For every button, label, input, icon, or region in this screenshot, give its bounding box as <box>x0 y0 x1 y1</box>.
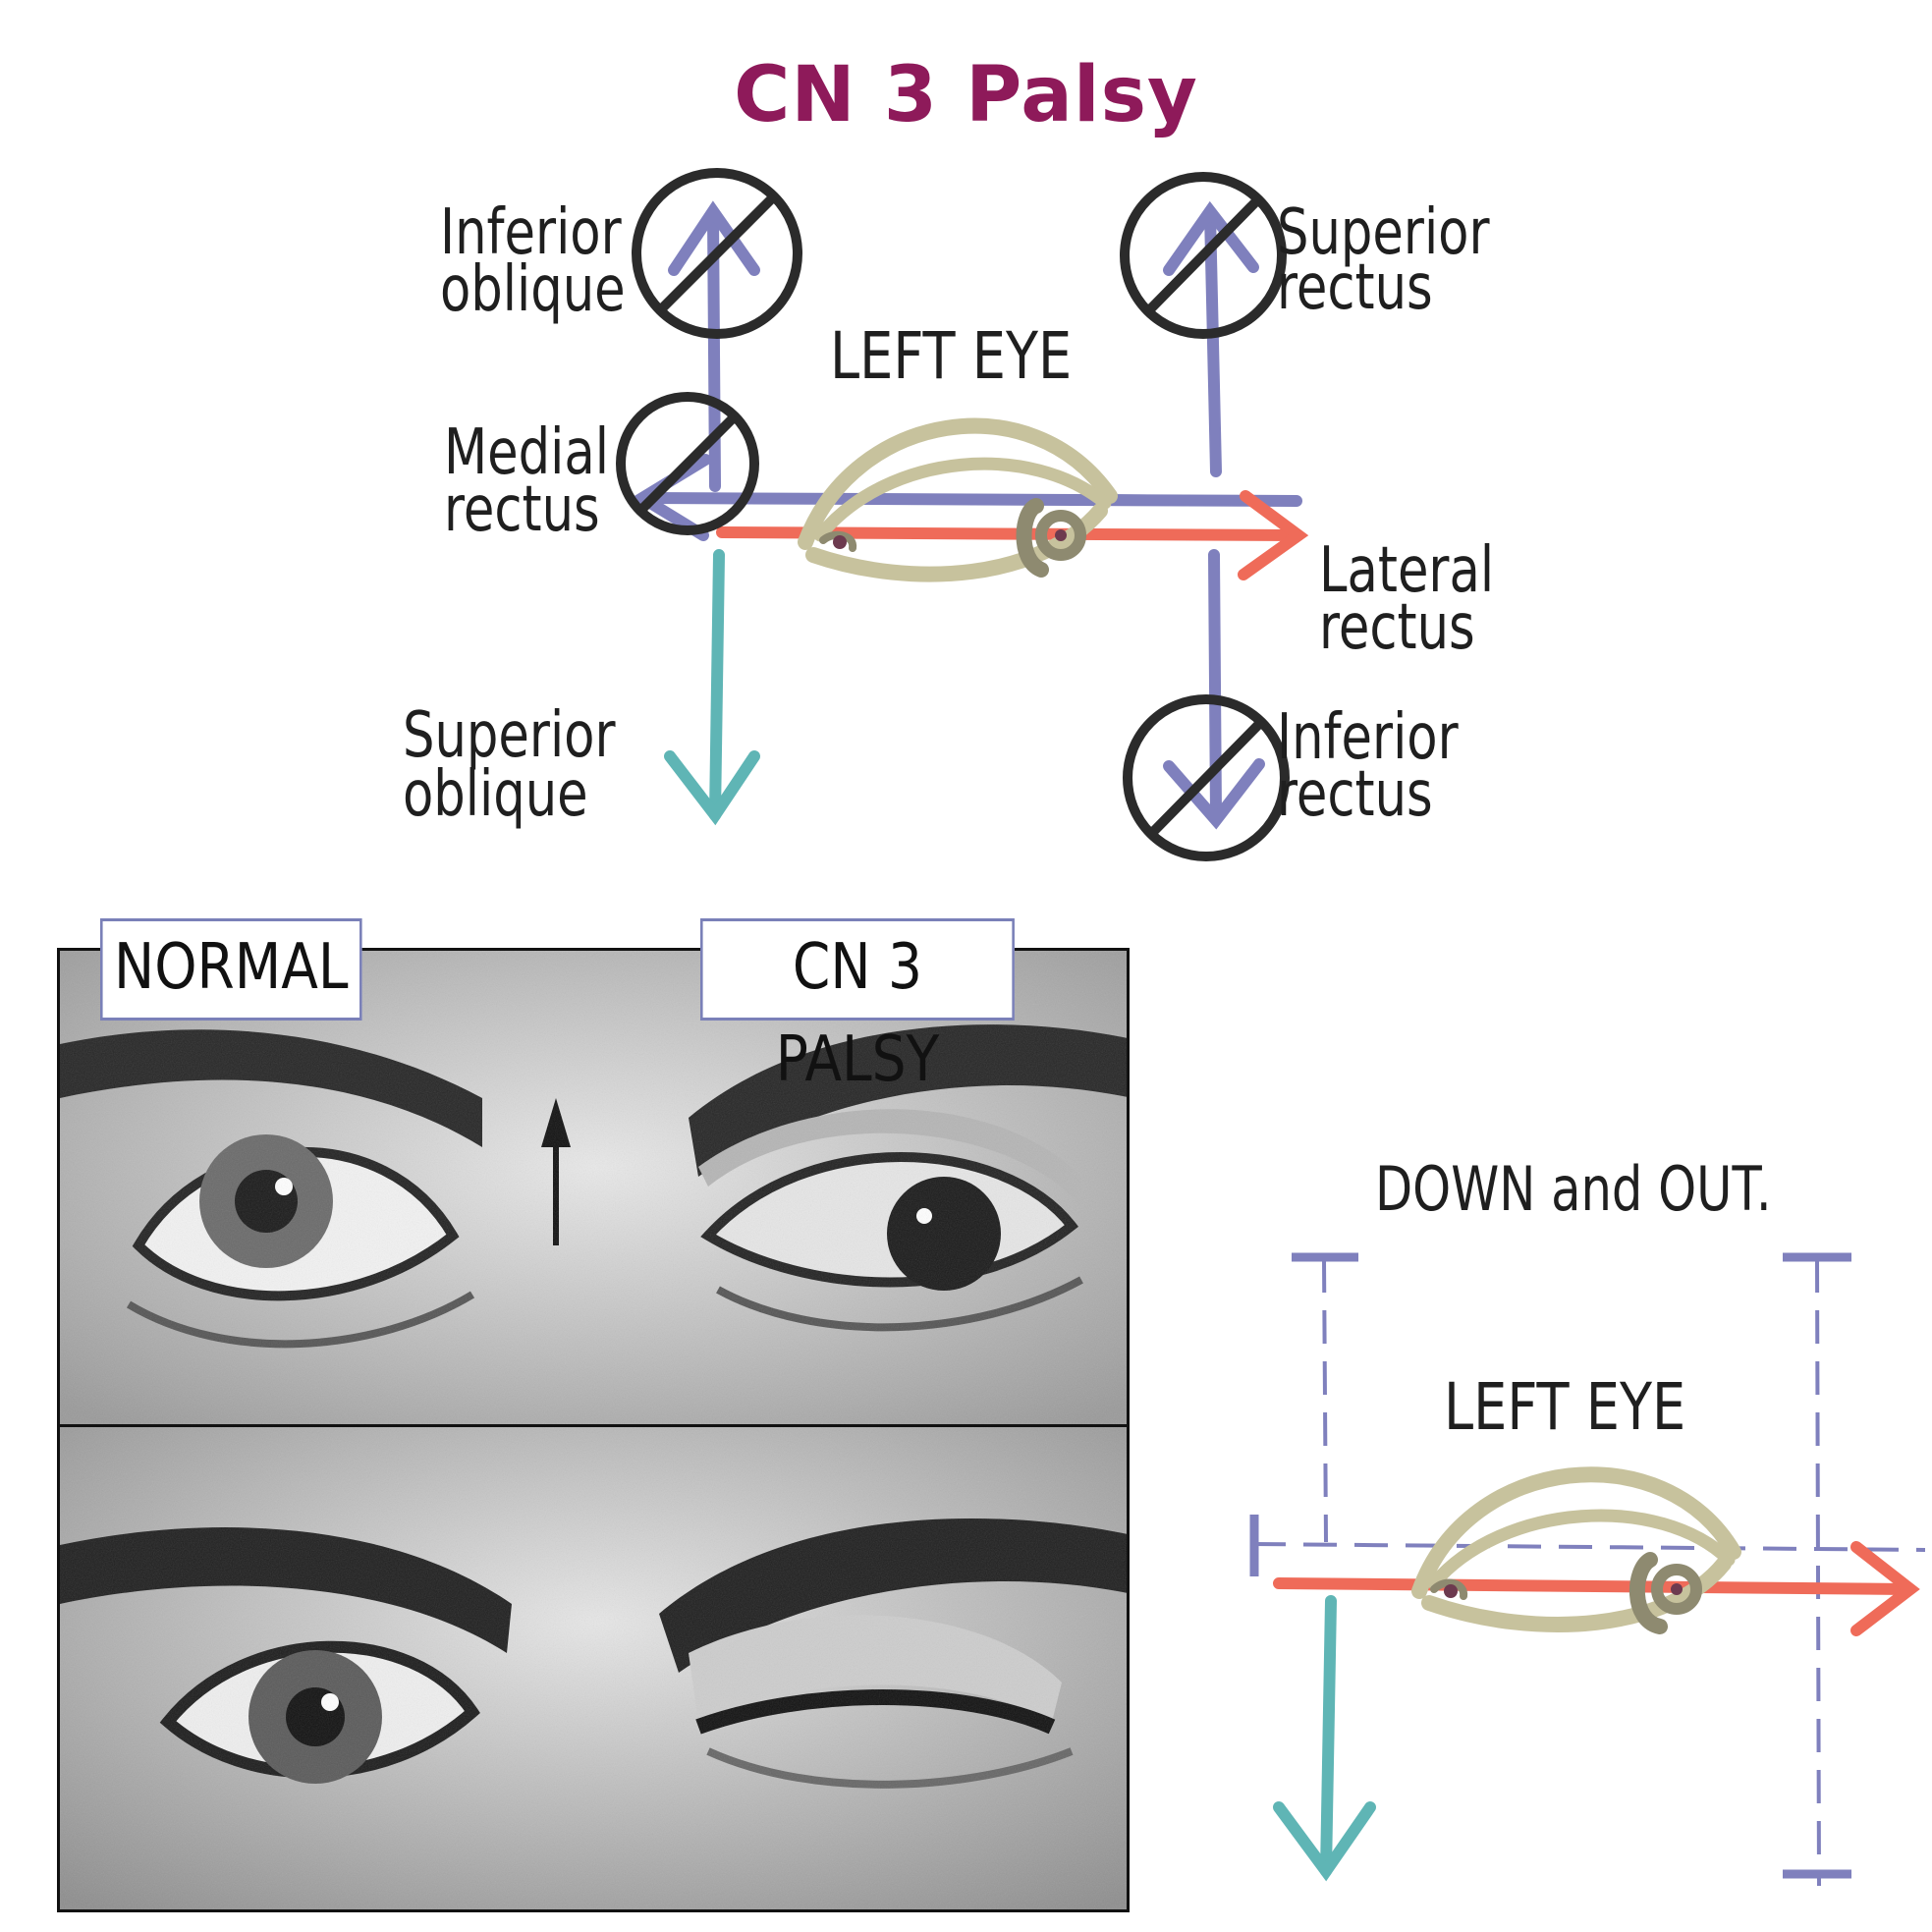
range-guides <box>1251 1258 1926 1887</box>
left-eye-drawing <box>798 417 1118 582</box>
svg-text:Superior: Superior <box>1277 194 1490 268</box>
svg-text:Inferior: Inferior <box>1277 699 1459 773</box>
superior-rectus-blocked-icon <box>1120 172 1287 339</box>
superior-rectus-arrow <box>1163 200 1259 477</box>
down-and-out-caption: DOWN and OUT. <box>1375 1155 1772 1226</box>
svg-text:Lateral: Lateral <box>1319 532 1494 606</box>
top-eye-label: LEFT EYE <box>830 319 1072 395</box>
inferior-rectus-arrow <box>1163 549 1265 830</box>
normal-label: NORMAL <box>100 918 362 1021</box>
photo-primary-gaze <box>57 1424 1130 1912</box>
page-title: CN 3 Palsy <box>734 51 1198 139</box>
inferior-oblique-label: Inferior oblique <box>440 194 626 325</box>
superior-oblique-label: Superior oblique <box>403 697 616 830</box>
inferior-rectus-label: Inferior rectus <box>1277 699 1459 830</box>
top-muscle-diagram: LEFT EYE Inferior oblique Superior rectu… <box>403 168 1494 861</box>
svg-text:oblique: oblique <box>403 756 588 830</box>
svg-text:rectus: rectus <box>1277 249 1433 323</box>
lateral-rectus-label: Lateral rectus <box>1319 532 1494 663</box>
inferior-rectus-blocked-icon <box>1123 694 1290 861</box>
svg-text:rectus: rectus <box>1277 756 1433 830</box>
down-and-out-diagram: DOWN and OUT. LEFT EYE <box>1249 1155 1926 1887</box>
medial-rectus-label: Medial rectus <box>444 414 609 545</box>
photo-normal-gaze <box>57 948 1130 1428</box>
svg-text:Medial: Medial <box>444 414 609 488</box>
svg-text:rectus: rectus <box>1319 589 1475 663</box>
cn3-palsy-label: CN 3 PALSY <box>700 918 1015 1096</box>
inferior-oblique-blocked-icon <box>632 168 802 339</box>
bottom-superior-oblique-arrow <box>1273 1595 1376 1882</box>
svg-text:Inferior: Inferior <box>440 194 622 268</box>
superior-oblique-arrow <box>664 549 760 826</box>
svg-text:rectus: rectus <box>444 471 600 545</box>
bottom-left-eye-drawing <box>1411 1466 1741 1634</box>
svg-text:Superior: Superior <box>403 697 616 771</box>
svg-text:oblique: oblique <box>440 251 626 325</box>
superior-rectus-label: Superior rectus <box>1277 194 1490 323</box>
bottom-lateral-rectus-arrow <box>1273 1541 1920 1636</box>
medial-rectus-blocked-icon <box>616 392 759 535</box>
bottom-eye-label: LEFT EYE <box>1444 1370 1685 1446</box>
